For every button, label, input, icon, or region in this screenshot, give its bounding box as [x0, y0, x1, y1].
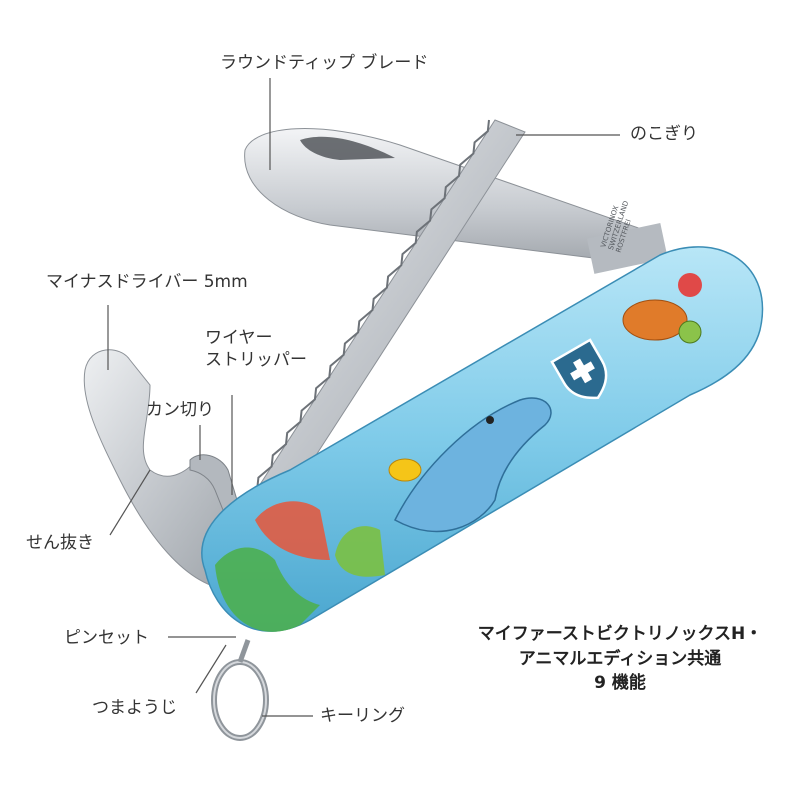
label-round-tip-blade: ラウンドティップ ブレード	[220, 53, 429, 73]
label-wire-stripper-line-1: ワイヤー	[205, 328, 273, 348]
label-can-opener: カン切り	[146, 400, 214, 420]
saw-teeth	[243, 119, 490, 501]
caption-line-2: アニマルエディション共通	[518, 648, 722, 669]
leader-bottle-opener	[109, 469, 151, 536]
label-key-ring: キーリング	[320, 706, 405, 726]
label-wire-stripper-line-2: ストリッパー	[205, 350, 307, 370]
leader-toothpick	[195, 644, 227, 694]
key-ring	[211, 639, 269, 741]
caption-line-1: マイファーストビクトリノックスH・	[477, 624, 763, 644]
product-caption: マイファーストビクトリノックスH・ アニマルエディション共通 9 機能	[470, 622, 770, 696]
caption-line-3: 9 機能	[594, 673, 646, 694]
victorinox-logo-icon	[550, 338, 608, 400]
label-toothpick: つまようじ	[92, 698, 177, 718]
label-screwdriver: マイナスドライバー 5mm	[46, 272, 248, 292]
knife-handle	[201, 246, 764, 632]
leader-lines	[107, 78, 620, 717]
label-saw: のこぎり	[630, 124, 698, 144]
label-bottle-opener: せん抜き	[26, 533, 94, 553]
label-tweezers: ピンセット	[64, 628, 149, 648]
